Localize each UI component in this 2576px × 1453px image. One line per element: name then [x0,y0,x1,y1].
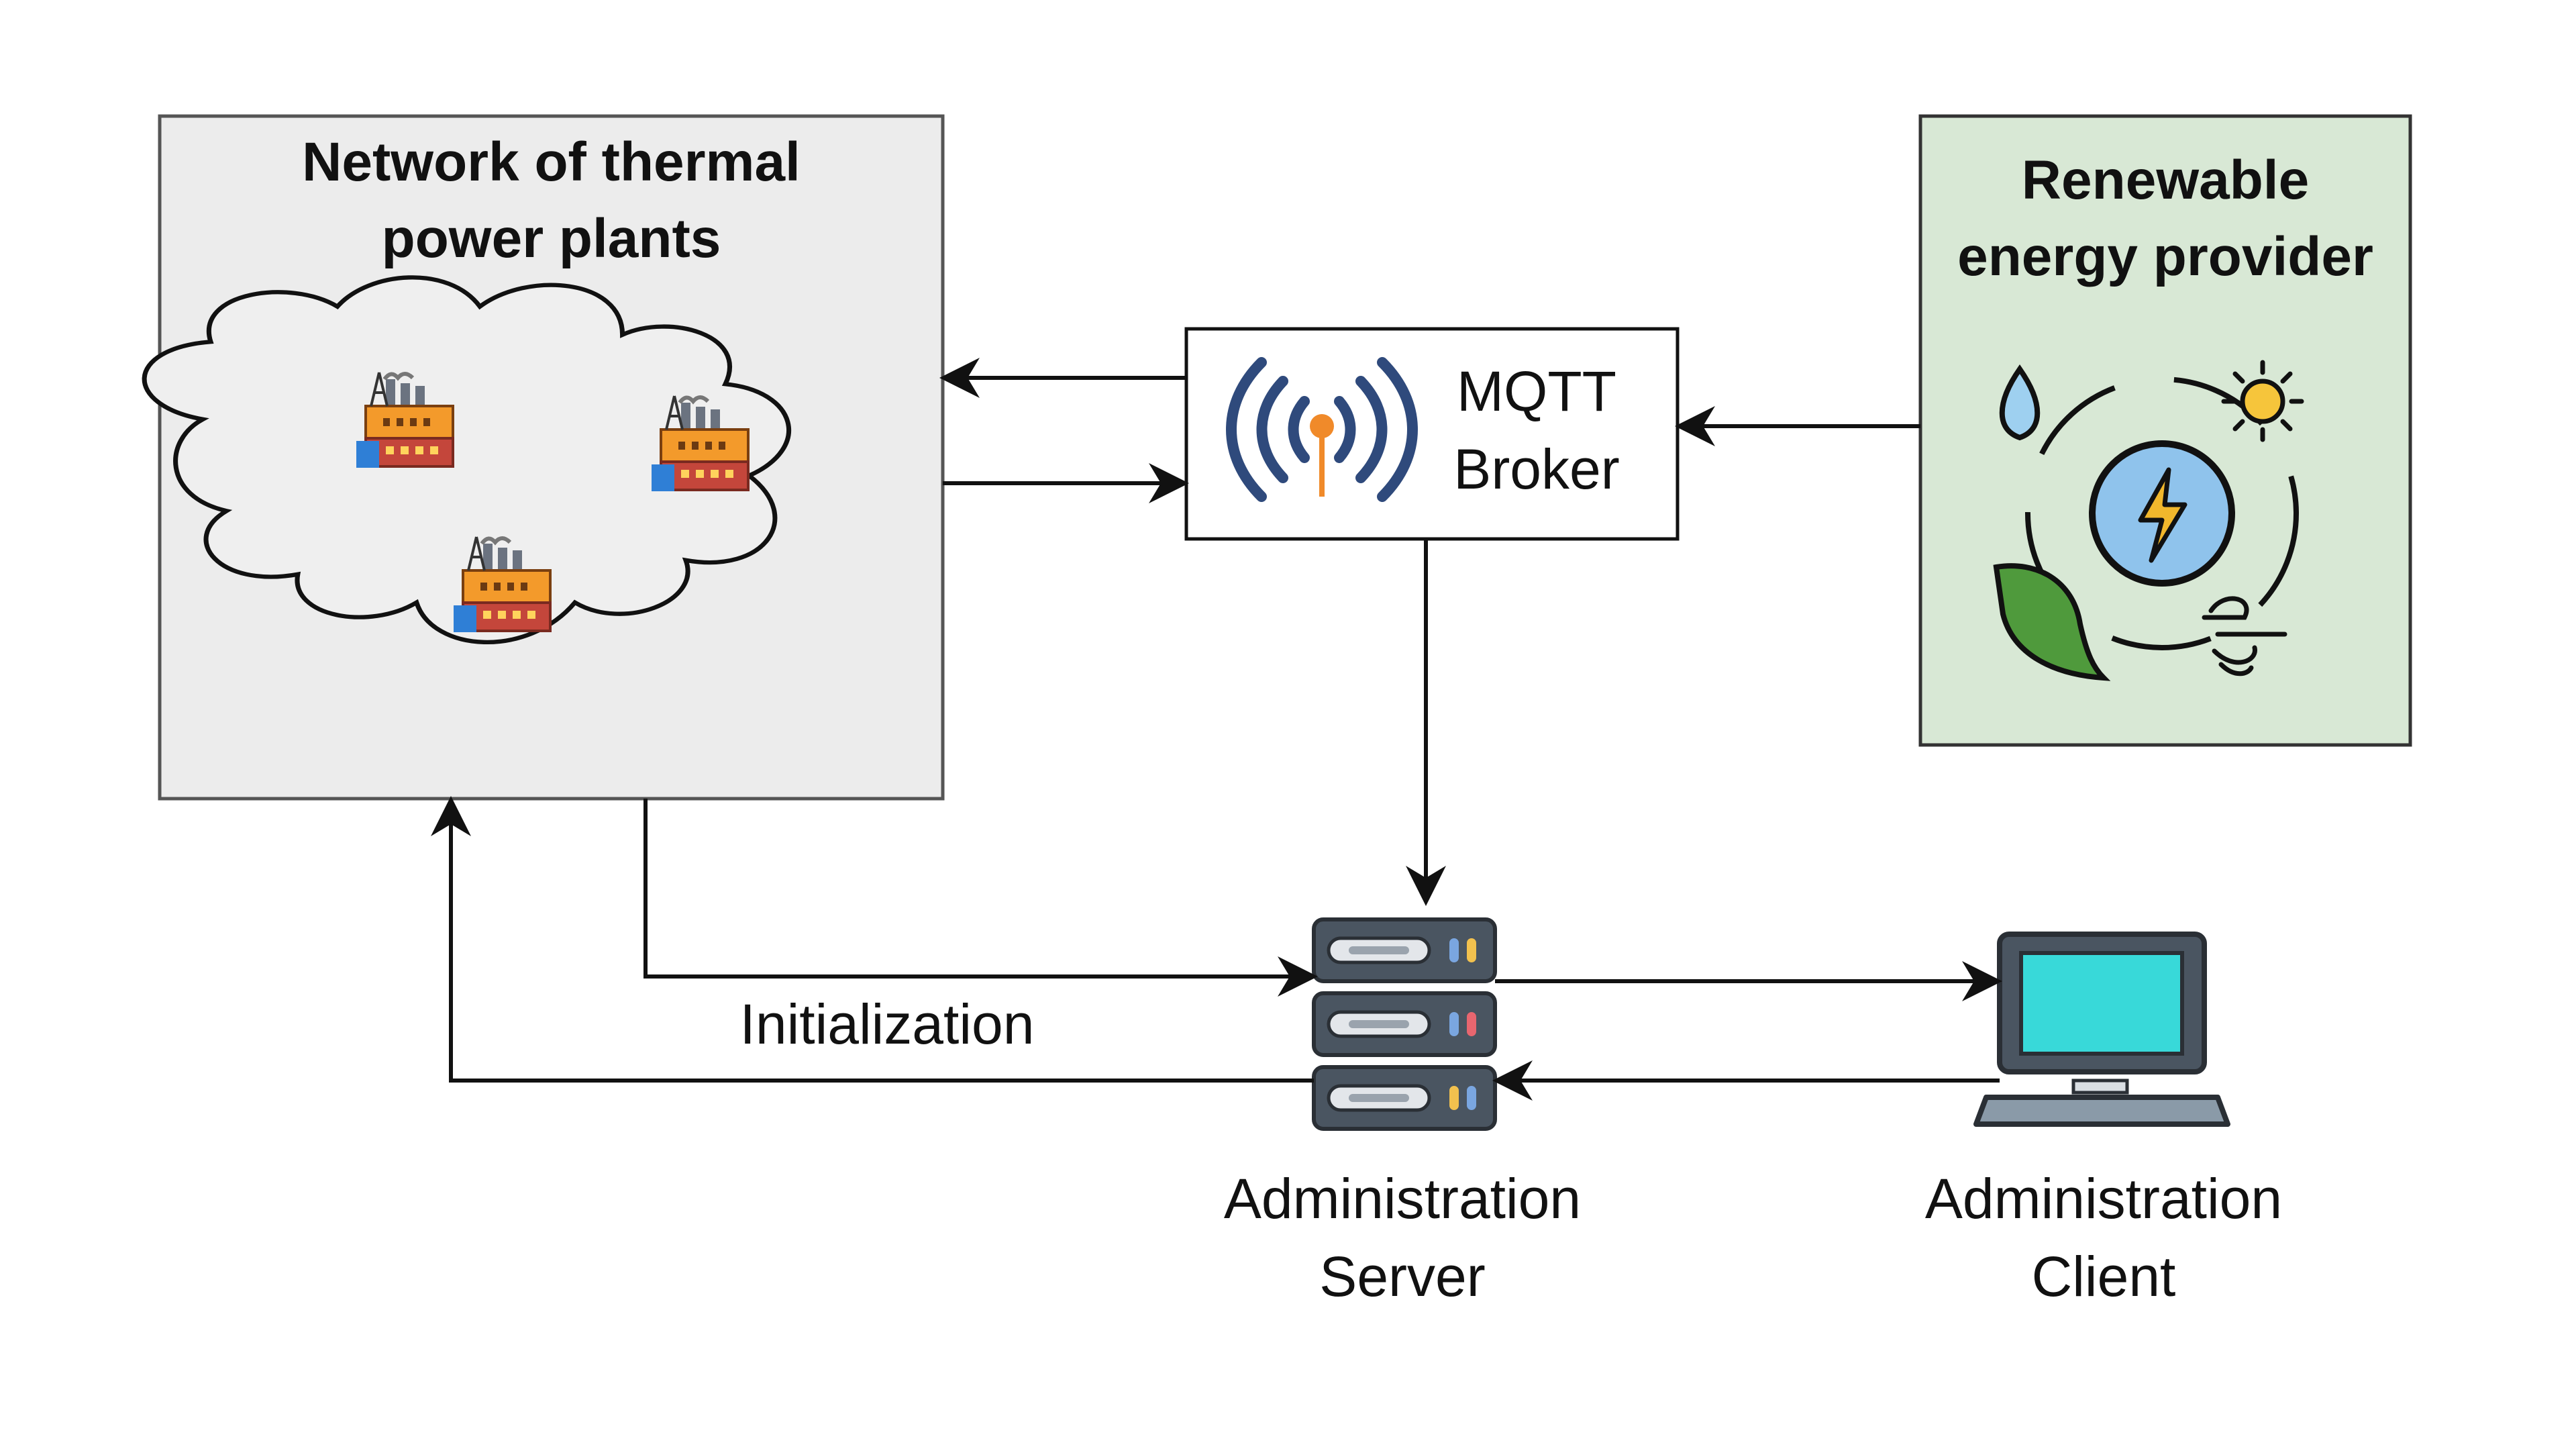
laptop-icon [1973,932,2230,1127]
client-label-line1: Administration [1924,1167,2283,1230]
renewable-title-line1: Renewable [2021,150,2310,211]
thermal-network-title: Network of thermal power plants [160,124,943,277]
edge-label-initialization: Initialization [739,993,1035,1056]
leaf-icon [1993,563,2111,681]
server-label-line2: Server [1319,1245,1486,1308]
mqtt-broker-label: MQTT Broker [1423,352,1651,508]
renewable-energy-icon [1993,360,2304,681]
antenna-signal-icon [1226,357,1418,502]
sun-icon [2221,360,2304,442]
admin-client-label: Administration Client [1889,1160,2318,1315]
renewable-title-line2: energy provider [1957,226,2373,287]
thermal-title-line1: Network of thermal [302,132,801,193]
thermal-title-line2: power plants [381,208,721,269]
connector-lines [431,358,2002,1101]
mqtt-label-line2: Broker [1453,438,1620,501]
mqtt-broker-box [1184,327,1680,541]
server-label-line1: Administration [1223,1167,1582,1230]
admin-server-label: Administration Server [1188,1160,1617,1315]
renewable-provider-box [1918,114,2412,747]
water-drop-icon [1999,364,2041,441]
mqtt-label-line1: MQTT [1457,360,1616,423]
wind-icon [2202,596,2287,677]
renewable-provider-title: Renewable energy provider [1920,142,2410,295]
client-label-line2: Client [2031,1245,2176,1308]
server-rack-icon [1314,919,1495,1129]
antenna-node [1310,414,1334,438]
